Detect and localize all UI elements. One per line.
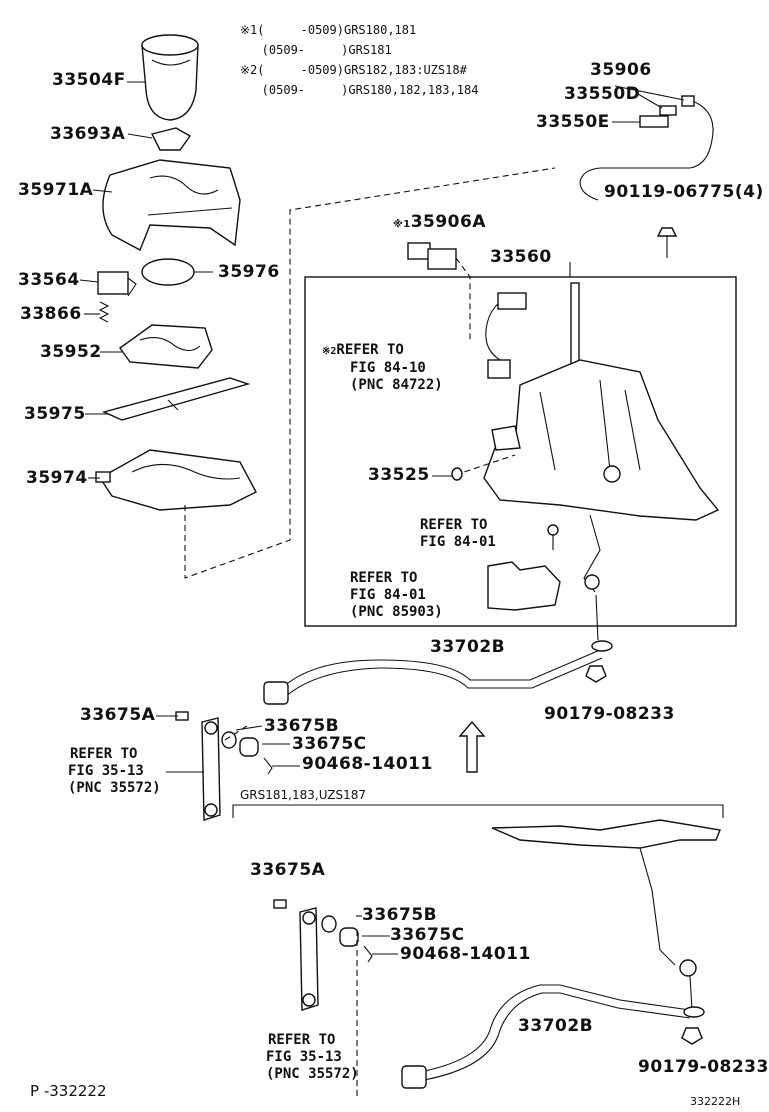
label-33675B-bottom[interactable]: 33675B — [362, 905, 438, 925]
cable-drawing — [579, 95, 714, 201]
refer-block-fig-84-01-bracket-line3: (PNC 85903) — [350, 604, 443, 620]
refer-block-fig-35-13-top[interactable]: REFER TO FIG 35-13 (PNC 35572) — [68, 746, 161, 797]
bracket-drawing — [487, 561, 561, 611]
variant-label: GRS181,183,UZS187 — [240, 788, 367, 802]
refer-block-fig-84-01-bolt-line2: FIG 84-01 — [420, 534, 496, 550]
label-33525[interactable]: 33525 — [368, 465, 430, 485]
refer-block-fig-35-13-top-line3: (PNC 35572) — [68, 780, 161, 796]
refer-block-fig-84-10[interactable]: ※2REFER TO FIG 84-10 (PNC 84722) — [322, 342, 443, 394]
label-33675A-bottom[interactable]: 33675A — [250, 860, 326, 880]
refer-block-fig-35-13-bottom-line1: REFER TO — [268, 1032, 336, 1048]
label-90179-08233-bottom[interactable]: 90179-08233 — [638, 1057, 769, 1077]
shift-knob-drawing — [141, 34, 199, 121]
spring-drawing — [98, 301, 110, 323]
refer-block-fig-35-13-top-line2: FIG 35-13 — [68, 763, 144, 779]
label-90119-06775[interactable]: 90119-06775(4) — [604, 182, 764, 202]
indicator-plate-drawing — [119, 324, 213, 369]
label-33702B-top[interactable]: 33702B — [430, 637, 506, 657]
console-cover-drawing — [102, 159, 241, 251]
drawing-code: 332222H — [690, 1095, 741, 1108]
label-33693A[interactable]: 33693A — [50, 124, 126, 144]
leader-lines — [79, 81, 685, 955]
label-90468-14011-bottom[interactable]: 90468-14011 — [400, 944, 531, 964]
nut-drawing — [585, 665, 607, 683]
refer-block-fig-35-13-bottom-line3: (PNC 35572) — [266, 1066, 359, 1082]
refer-block-fig-84-10-line1: ※2REFER TO — [322, 342, 443, 360]
label-33550E[interactable]: 33550E — [536, 112, 610, 132]
label-35976[interactable]: 35976 — [218, 262, 280, 282]
label-35906A[interactable]: ※135906A — [393, 214, 486, 231]
label-35906A-number: 35906A — [410, 212, 486, 232]
label-33564[interactable]: 33564 — [18, 270, 80, 290]
bolt-drawing — [547, 524, 559, 550]
note-2-line2: (0509- )GRS180,182,183,184 — [240, 83, 479, 97]
refer-block-fig-84-01-bolt[interactable]: REFER TO FIG 84-01 — [420, 517, 496, 551]
transmission-cable-drawing — [263, 640, 613, 705]
bottom-link-drawing — [273, 899, 373, 1100]
lock-solenoid-drawing — [97, 271, 137, 297]
note-1-line1: ※1( -0509)GRS180,181 — [240, 23, 417, 37]
bottom-cable-drawing — [401, 984, 705, 1089]
screw-drawing — [656, 227, 678, 258]
label-33504F[interactable]: 33504F — [52, 70, 126, 90]
bottom-lever-drawing — [491, 819, 721, 1011]
shift-lever-assembly-drawing — [454, 282, 720, 641]
refer-block-fig-35-13-bottom[interactable]: REFER TO FIG 35-13 (PNC 35572) — [266, 1032, 359, 1083]
refer-block-fig-84-10-line2: FIG 84-10 — [350, 360, 426, 376]
label-33866[interactable]: 33866 — [20, 304, 82, 324]
label-90468-14011-top[interactable]: 90468-14011 — [302, 754, 433, 774]
note-2-line1: ※2( -0509)GRS182,183:UZS18# — [240, 63, 467, 77]
refer-block-fig-84-01-bracket-line1: REFER TO — [350, 570, 418, 586]
label-35952[interactable]: 35952 — [40, 342, 102, 362]
direction-arrow — [458, 720, 486, 773]
connector-drawing — [407, 242, 471, 340]
refer-block-fig-84-01-bolt-line1: REFER TO — [420, 517, 488, 533]
indicator-disc-drawing — [141, 258, 213, 286]
label-33675C-bottom[interactable]: 33675C — [390, 925, 465, 945]
note-1-line2: (0509- )GRS181 — [240, 43, 392, 57]
shift-link-drawing — [175, 711, 273, 821]
washer-drawing — [451, 467, 463, 481]
assembly-frame — [304, 276, 737, 627]
refer-text: REFER TO — [336, 342, 404, 358]
refer-mark: ※2 — [322, 346, 337, 357]
refer-block-fig-35-13-bottom-line2: FIG 35-13 — [266, 1049, 342, 1065]
label-35906A-mark: ※1 — [393, 219, 411, 230]
refer-block-fig-35-13-top-line1: REFER TO — [70, 746, 138, 762]
refer-block-fig-84-01-bracket[interactable]: REFER TO FIG 84-01 (PNC 85903) — [350, 570, 443, 621]
knob-clip-drawing — [150, 127, 192, 151]
label-33550D[interactable]: 33550D — [564, 84, 641, 104]
label-33675B-top[interactable]: 33675B — [264, 716, 340, 736]
variant-bracket — [232, 804, 724, 818]
label-35974[interactable]: 35974 — [26, 468, 88, 488]
label-35975[interactable]: 35975 — [24, 404, 86, 424]
label-33702B-bottom[interactable]: 33702B — [518, 1016, 594, 1036]
label-90179-08233-top[interactable]: 90179-08233 — [544, 704, 675, 724]
label-33675A-top[interactable]: 33675A — [80, 705, 156, 725]
bottom-nut-drawing — [681, 1027, 703, 1045]
page-code: P -332222 — [30, 1082, 107, 1100]
label-33560[interactable]: 33560 — [490, 247, 552, 267]
indicator-housing-drawing — [95, 449, 257, 511]
label-33675C-top[interactable]: 33675C — [292, 734, 367, 754]
refer-block-fig-84-10-line3: (PNC 84722) — [350, 377, 443, 393]
slide-film-drawing — [101, 377, 251, 421]
refer-block-fig-84-01-bracket-line2: FIG 84-01 — [350, 587, 426, 603]
label-35906[interactable]: 35906 — [590, 60, 652, 80]
label-35971A[interactable]: 35971A — [18, 180, 94, 200]
